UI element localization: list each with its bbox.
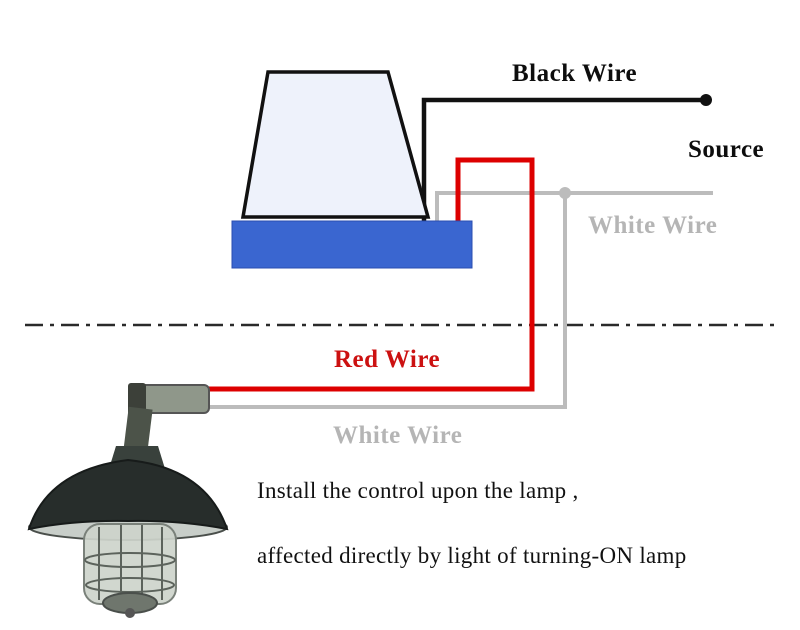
photocell-sensor-body xyxy=(240,70,431,219)
caption-line-2: affected directly by light of turning-ON… xyxy=(257,543,687,568)
white-wire-lower-label: White Wire xyxy=(333,422,463,449)
caption-line-1: Install the control upon the lamp , xyxy=(257,478,579,503)
white-wire-upper-run xyxy=(435,191,713,232)
photocell-sensor-base xyxy=(231,220,473,269)
black-wire-run xyxy=(421,97,706,232)
lamp-fixture xyxy=(27,383,229,618)
white-wire-junction-dot xyxy=(559,187,571,199)
lamp-cage-ring xyxy=(84,552,176,568)
black-wire-label: Black Wire xyxy=(512,60,638,87)
lamp-shade xyxy=(27,458,229,531)
source-label: Source xyxy=(688,136,765,163)
lamp-stem-pipe xyxy=(123,406,153,454)
lamp-fitting-collar xyxy=(128,383,146,415)
lamp-wire-fitting xyxy=(136,384,210,414)
white-wire-lamp-run xyxy=(207,193,567,409)
red-wire-run xyxy=(207,157,535,392)
lamp-bottom-knob xyxy=(125,608,135,618)
black-wire-end-dot xyxy=(700,94,712,106)
white-wire-upper-label: White Wire xyxy=(588,212,718,239)
red-wire-label: Red Wire xyxy=(334,346,441,373)
